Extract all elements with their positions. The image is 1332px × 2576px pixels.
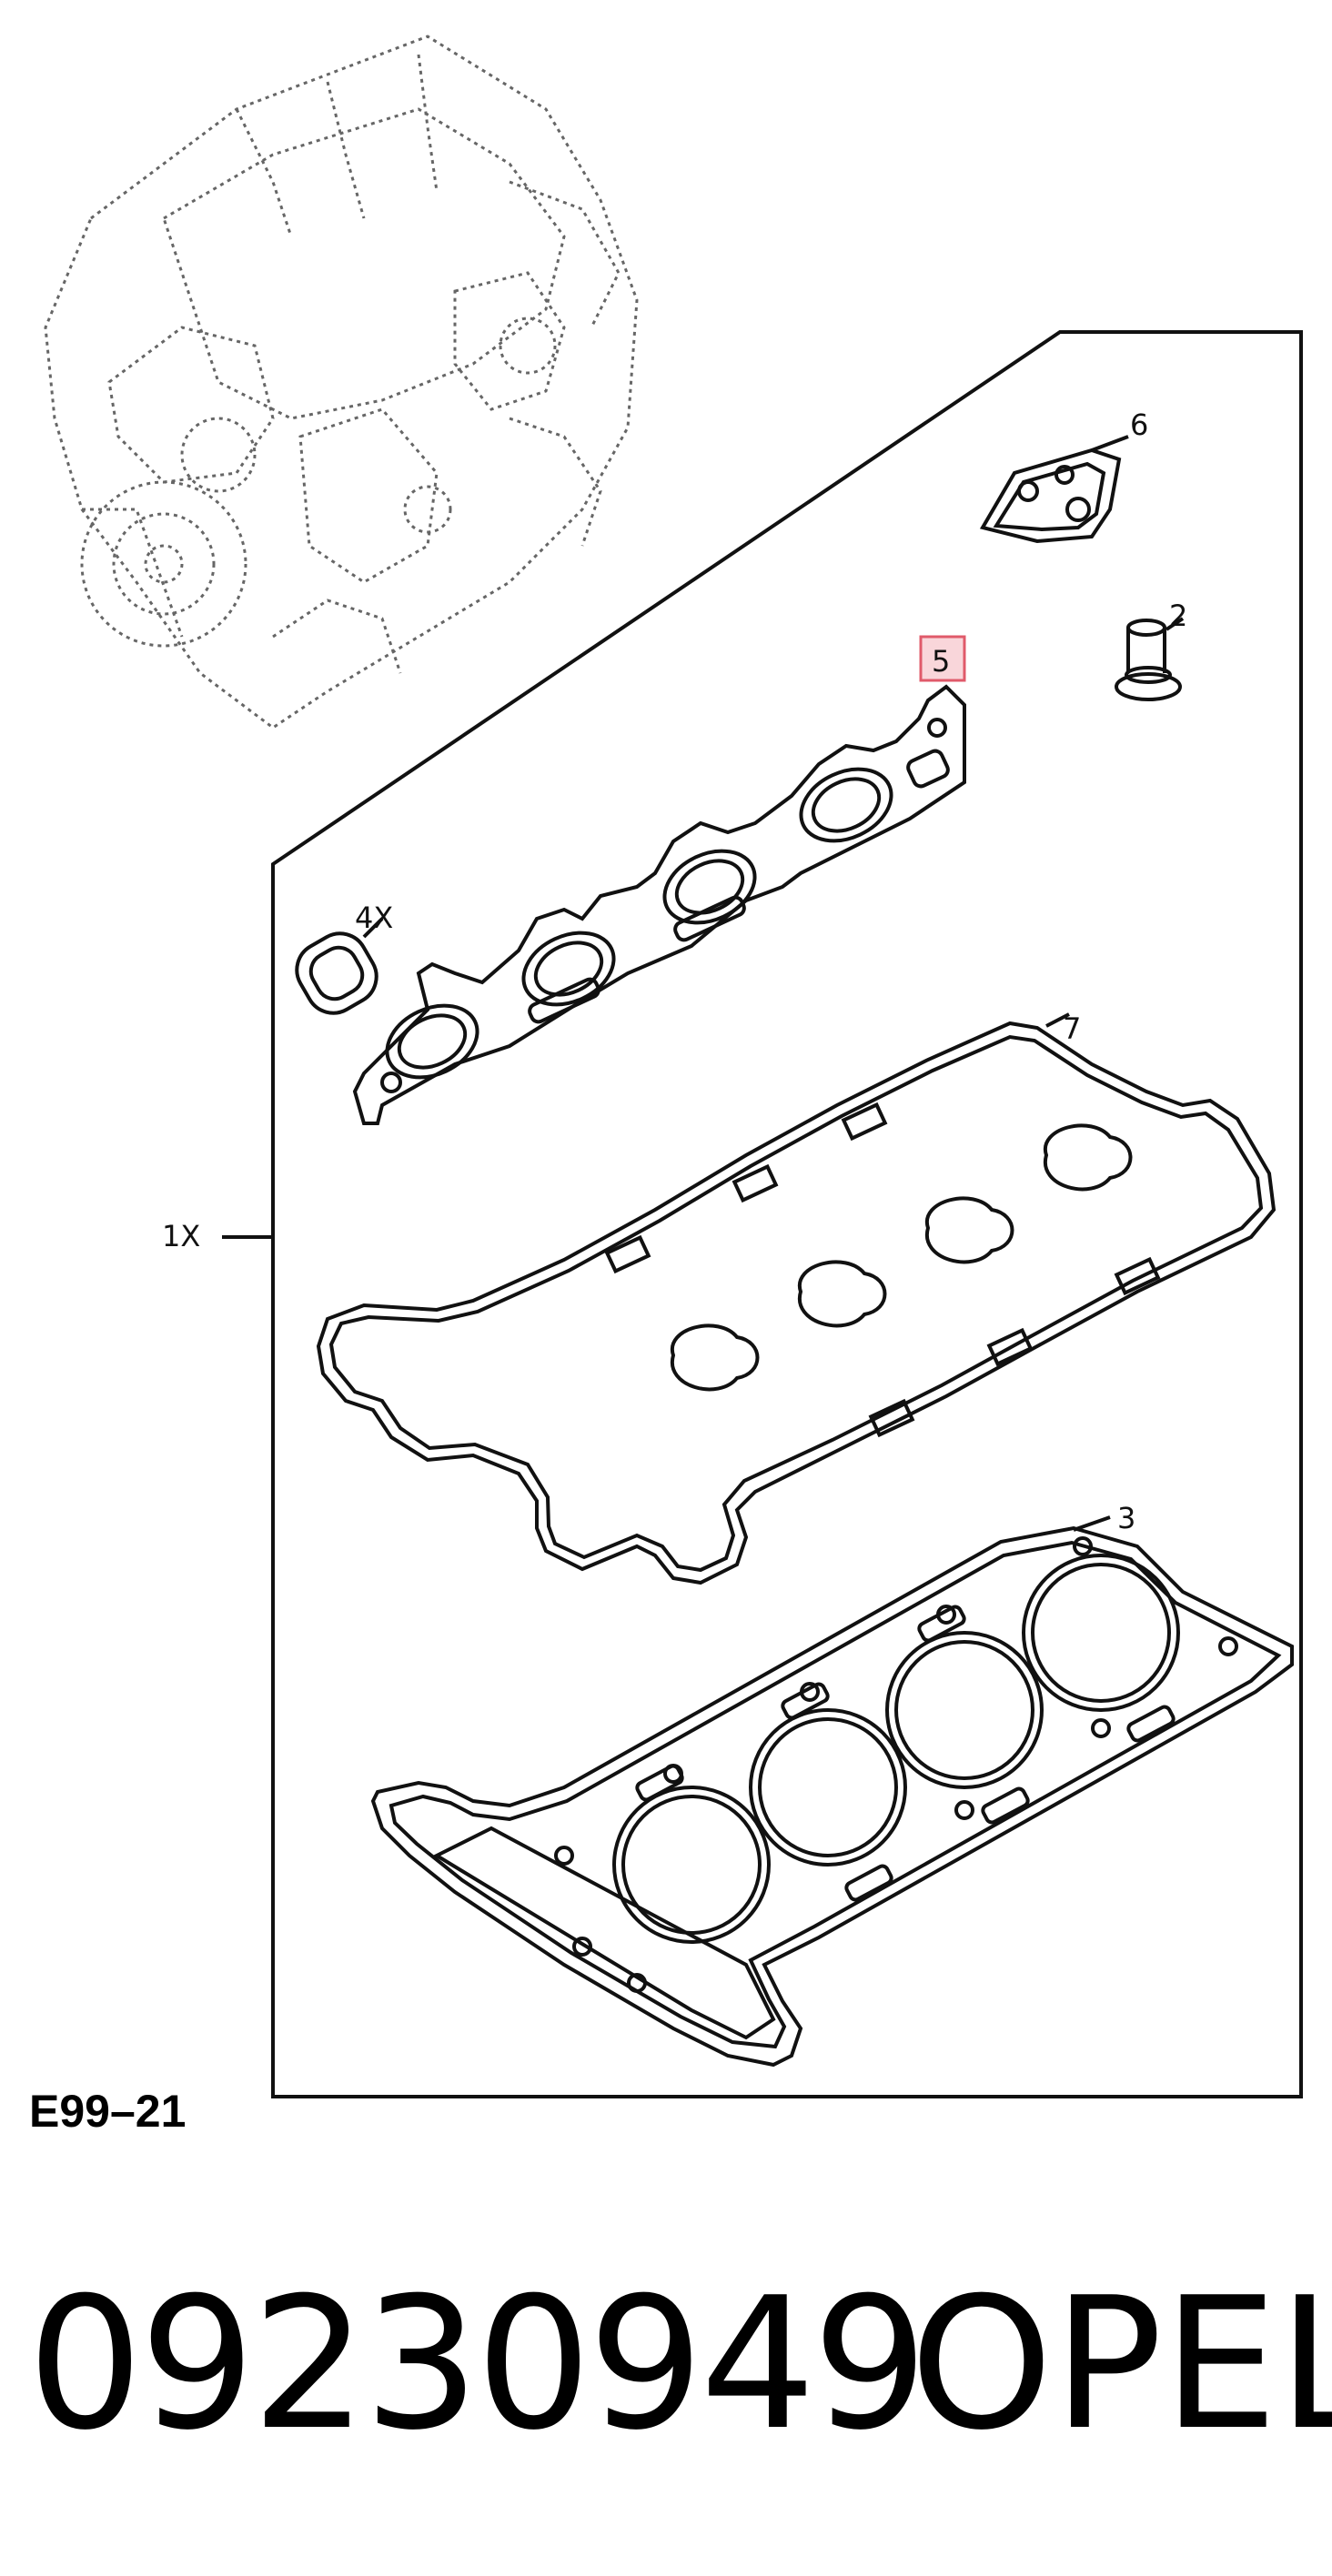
footer: 09230949 OPEL: [0, 2256, 1332, 2529]
brand-name: OPEL: [910, 2259, 1332, 2470]
diagram-code: E99–21: [29, 2086, 186, 2137]
callout-5: 5: [932, 644, 950, 679]
plug-part-2: [1115, 617, 1185, 701]
callout-6: 6: [1130, 408, 1148, 442]
callout-5-highlight: [919, 635, 966, 682]
callout-4x: 4X: [355, 901, 393, 935]
callout-2: 2: [1169, 599, 1187, 633]
seal-part-4: [295, 917, 384, 1015]
gasket-part-6: [979, 435, 1129, 544]
callout-1x: 1X: [162, 1219, 200, 1253]
manifold-gasket-part-5: [352, 684, 966, 1125]
parts-diagram: 6 2 5 4X 7 1X 3 E99–21: [29, 35, 1303, 2137]
engine-illustration: [44, 35, 639, 730]
valve-cover-gasket-part-7: [316, 1012, 1276, 1585]
kit-outline: [222, 330, 1303, 2098]
callout-3: 3: [1117, 1501, 1135, 1535]
callout-7: 7: [1063, 1011, 1081, 1046]
head-gasket-part-3: [370, 1515, 1294, 2068]
part-number: 09230949: [27, 2259, 928, 2470]
